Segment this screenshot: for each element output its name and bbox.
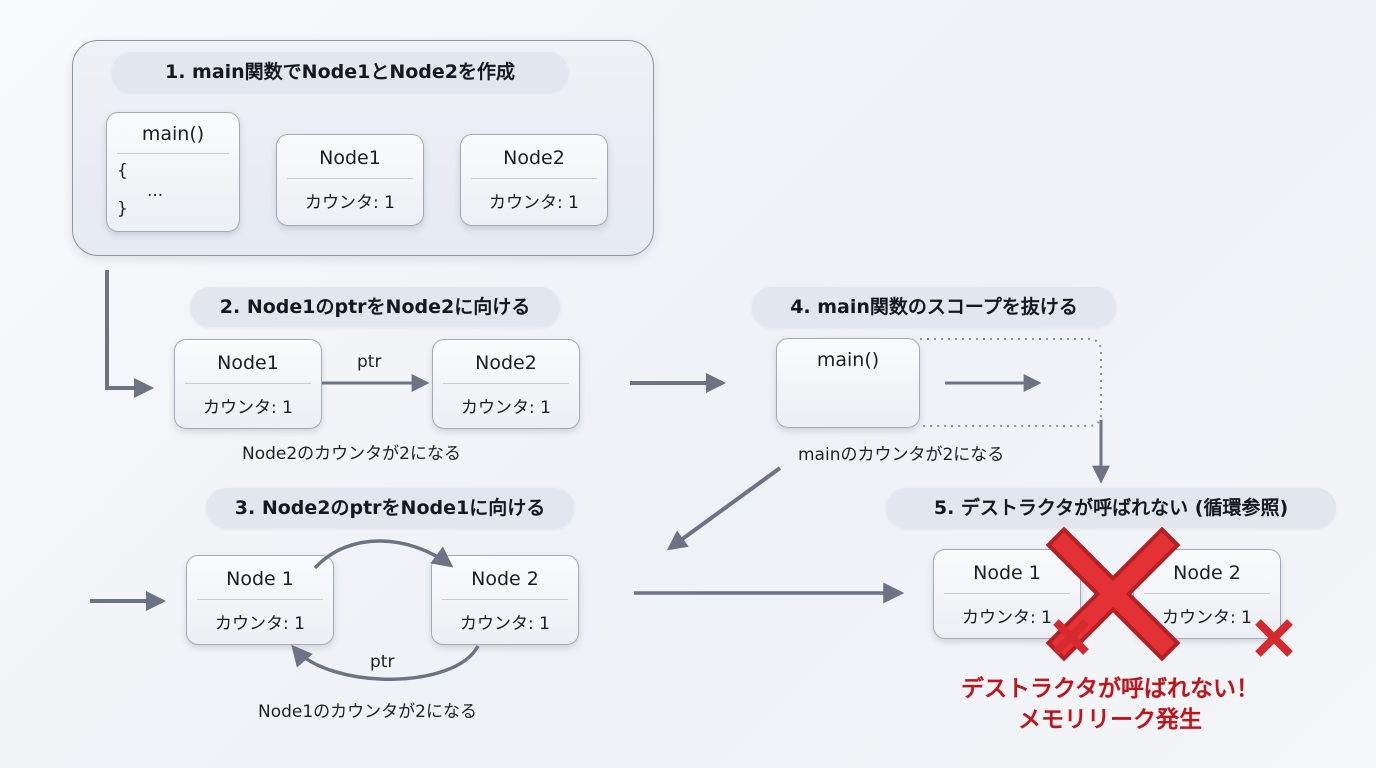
- step2-node2-box: Node2 カウンタ: 1: [432, 339, 580, 429]
- step2-node1-title: Node1: [217, 352, 279, 374]
- panel1-node1-counter: カウンタ: 1: [305, 193, 395, 213]
- step2-node1-box: Node1 カウンタ: 1: [174, 339, 322, 429]
- step3-ptr-arrow-top: [313, 539, 454, 570]
- step2-heading: 2. Node1のptrをNode2に向ける: [190, 287, 560, 327]
- step4-main-title: main(): [816, 349, 880, 371]
- step5-node1-counter: カウンタ: 1: [962, 608, 1052, 628]
- step3-node1-separator: [197, 599, 323, 600]
- step5-node2-counter: カウンタ: 1: [1162, 608, 1252, 628]
- step5-heading: 5. デストラクタが呼ばれない (循環参照): [886, 488, 1336, 528]
- warning-message-line1: デストラクタが呼ばれない！: [960, 676, 1260, 702]
- panel1-node2-counter: カウンタ: 1: [489, 193, 579, 213]
- step3-node1-title: Node 1: [226, 568, 294, 590]
- brace-open: {: [117, 161, 128, 181]
- step2-ptr-label: ptr: [357, 352, 382, 372]
- panel1-node2-separator: [471, 178, 597, 179]
- step3-ptr-arrow-bottom: [291, 644, 480, 681]
- panel1-node1-box: Node1 カウンタ: 1: [276, 134, 424, 226]
- step3-node1-counter: カウンタ: 1: [215, 614, 305, 634]
- brace-close: }: [117, 199, 128, 219]
- panel1-node2-title: Node2: [503, 147, 565, 169]
- step4-caption: mainのカウンタが2になる: [798, 445, 1005, 465]
- flow-arrow-step1-to-step2: [105, 270, 154, 398]
- step3-heading: 3. Node2のptrをNode1に向ける: [206, 488, 574, 528]
- step2-node1-separator: [185, 383, 311, 384]
- step4-heading: 4. main関数のスコープを抜ける: [752, 287, 1116, 327]
- step2-caption: Node2のカウンタが2になる: [242, 444, 461, 464]
- main-function-title: main(): [141, 123, 205, 145]
- step3-ptr-label: ptr: [370, 652, 395, 672]
- warning-message-line2: メモリリーク発生: [1018, 707, 1202, 733]
- small-cross-icon-node2: [1255, 619, 1293, 657]
- step3-caption: Node1のカウンタが2になる: [258, 702, 477, 722]
- step4-main-box: main(): [776, 338, 920, 428]
- panel1-node1-separator: [287, 178, 413, 179]
- step2-node1-counter: カウンタ: 1: [203, 398, 293, 418]
- step3-node2-counter: カウンタ: 1: [460, 614, 550, 634]
- step2-node2-separator: [443, 383, 569, 384]
- panel1-node2-box: Node2 カウンタ: 1: [460, 134, 608, 226]
- flow-arrow-step4-to-step3: [666, 466, 782, 551]
- panel1-node1-title: Node1: [319, 147, 381, 169]
- step5-node1-separator: [944, 593, 1070, 594]
- step3-node2-separator: [442, 599, 568, 600]
- main-function-box: main() { ... }: [106, 112, 240, 232]
- step5-node2-separator: [1144, 593, 1270, 594]
- small-cross-icon-node1: [1053, 619, 1089, 655]
- step3-node1-box: Node 1 カウンタ: 1: [186, 555, 334, 645]
- step5-node2-title: Node 2: [1173, 562, 1241, 584]
- step2-node2-title: Node2: [475, 352, 537, 374]
- step5-node1-title: Node 1: [973, 562, 1041, 584]
- step3-node2-title: Node 2: [471, 568, 539, 590]
- code-ellipsis: ...: [147, 181, 164, 201]
- main-function-separator: [117, 153, 229, 154]
- step1-heading: 1. main関数でNode1とNode2を作成: [112, 52, 568, 92]
- step3-node2-box: Node 2 カウンタ: 1: [431, 555, 579, 645]
- step2-node2-counter: カウンタ: 1: [461, 398, 551, 418]
